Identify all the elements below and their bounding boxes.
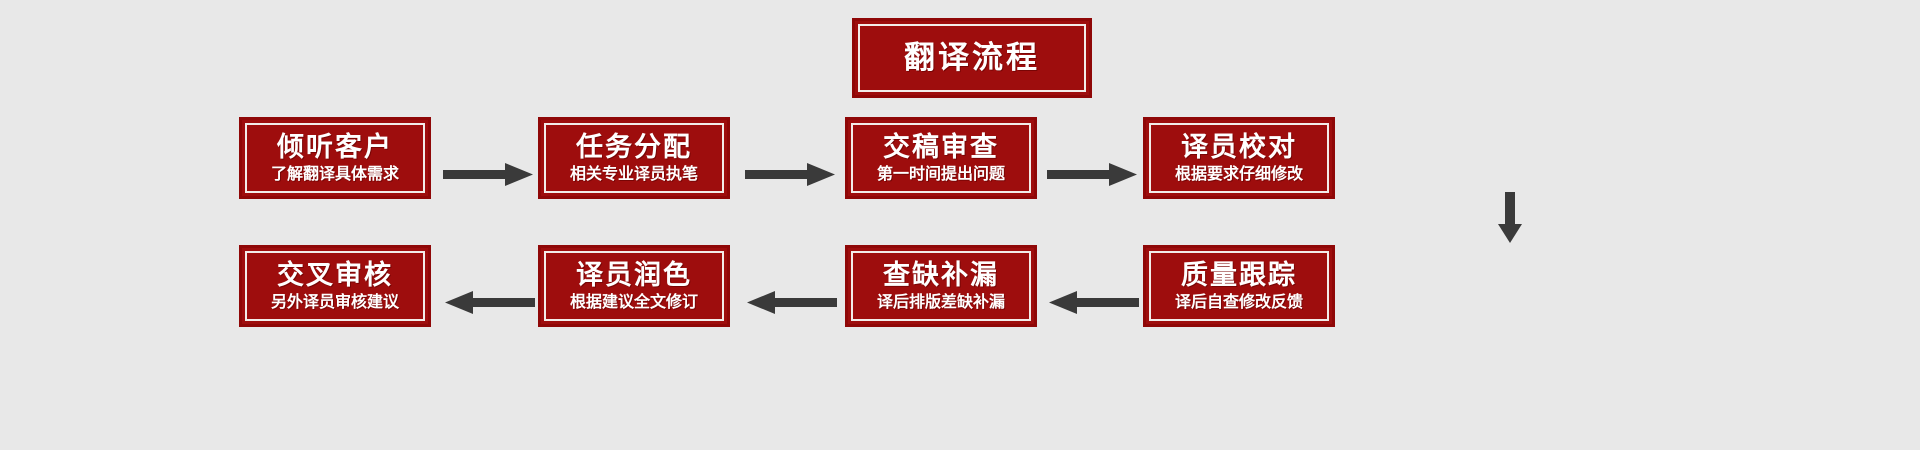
arrow-left-2 [745,286,837,320]
arrow-right-2 [745,158,837,192]
step-8-subtitle: 另外译员审核建议 [270,292,399,311]
step-box-5-inner: 质量跟踪 译后自查修改反馈 [1149,251,1329,321]
step-2-subtitle: 相关专业译员执笔 [569,164,698,183]
step-5-title: 质量跟踪 [1181,260,1297,291]
step-box-6: 查缺补漏 译后排版差缺补漏 [845,245,1037,327]
step-box-8-inner: 交叉审核 另外译员审核建议 [245,251,425,321]
arrow-right-1 [443,158,535,192]
step-box-4-inner: 译员校对 根据要求仔细修改 [1149,123,1329,193]
flowchart-title-box: 翻译流程 [852,18,1092,98]
step-box-1: 倾听客户 了解翻译具体需求 [239,117,431,199]
step-2-title: 任务分配 [576,132,692,163]
arrow-down-1 [1493,192,1527,244]
flowchart-title-text: 翻译流程 [904,39,1040,76]
step-box-7: 译员润色 根据建议全文修订 [538,245,730,327]
step-box-3-inner: 交稿审查 第一时间提出问题 [851,123,1031,193]
flowchart-title-inner: 翻译流程 [858,24,1086,92]
step-6-subtitle: 译后排版差缺补漏 [876,292,1005,311]
step-7-subtitle: 根据建议全文修订 [569,292,698,311]
step-box-5: 质量跟踪 译后自查修改反馈 [1143,245,1335,327]
step-box-1-inner: 倾听客户 了解翻译具体需求 [245,123,425,193]
step-8-title: 交叉审核 [277,260,393,291]
arrow-left-3 [443,286,535,320]
step-1-subtitle: 了解翻译具体需求 [270,164,399,183]
step-6-title: 查缺补漏 [883,260,999,291]
step-box-2-inner: 任务分配 相关专业译员执笔 [544,123,724,193]
step-box-7-inner: 译员润色 根据建议全文修订 [544,251,724,321]
step-box-4: 译员校对 根据要求仔细修改 [1143,117,1335,199]
step-4-subtitle: 根据要求仔细修改 [1174,164,1303,183]
step-3-title: 交稿审查 [883,132,999,163]
step-1-title: 倾听客户 [277,132,393,163]
step-4-title: 译员校对 [1181,132,1297,163]
step-3-subtitle: 第一时间提出问题 [876,164,1005,183]
step-box-8: 交叉审核 另外译员审核建议 [239,245,431,327]
step-box-3: 交稿审查 第一时间提出问题 [845,117,1037,199]
arrow-right-3 [1047,158,1139,192]
step-box-6-inner: 查缺补漏 译后排版差缺补漏 [851,251,1031,321]
step-5-subtitle: 译后自查修改反馈 [1174,292,1303,311]
step-7-title: 译员润色 [576,260,692,291]
arrow-left-1 [1047,286,1139,320]
step-box-2: 任务分配 相关专业译员执笔 [538,117,730,199]
